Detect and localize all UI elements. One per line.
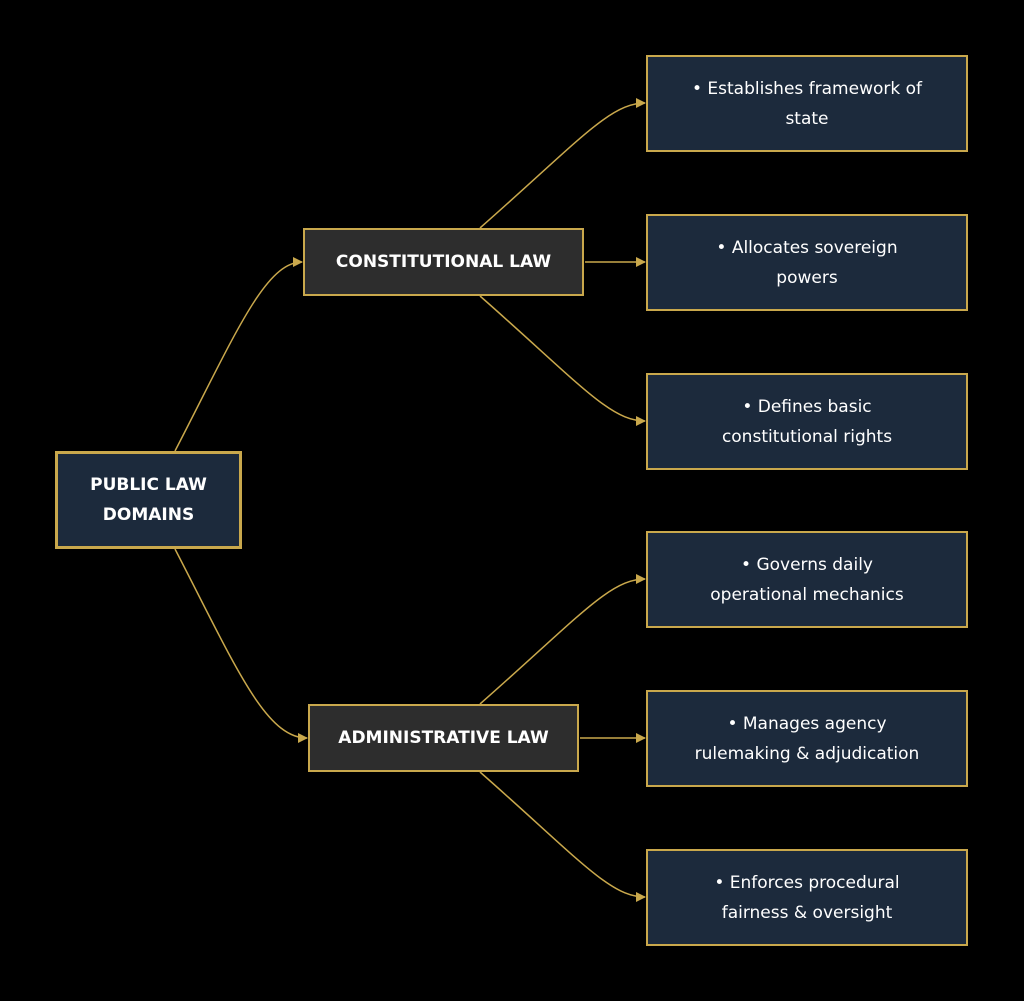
leaf-node-label: • Governs daily operational mechanics	[710, 554, 904, 605]
edge-root-to-administrative	[174, 548, 308, 743]
leaf-node-operational-mechanics: • Governs daily operational mechanics	[646, 531, 968, 628]
leaf-node-label: • Enforces procedural fairness & oversig…	[714, 872, 900, 923]
leaf-node-label: • Manages agency rulemaking & adjudicati…	[694, 713, 920, 764]
leaf-node-label: • Defines basic constitutional rights	[721, 396, 893, 447]
edge-constitutional-to-framework	[479, 98, 646, 229]
branch-node-label: ADMINISTRATIVE LAW	[338, 728, 549, 748]
leaf-node-label: • Allocates sovereign powers	[716, 237, 898, 288]
edge-constitutional-to-rights	[479, 295, 646, 426]
branch-node-label: CONSTITUTIONAL LAW	[335, 252, 552, 272]
leaf-node-procedural-fairness: • Enforces procedural fairness & oversig…	[646, 849, 968, 946]
leaf-node-label: • Establishes framework of state	[691, 78, 923, 129]
root-node-label: PUBLIC LAW DOMAINS	[90, 475, 207, 525]
root-node-public-law-domains: PUBLIC LAW DOMAINS	[55, 451, 242, 549]
leaf-node-sovereign-powers: • Allocates sovereign powers	[646, 214, 968, 311]
edge-administrative-to-fairness	[479, 771, 646, 902]
edge-administrative-to-mechanics	[479, 574, 646, 705]
branch-node-constitutional-law: CONSTITUTIONAL LAW	[303, 228, 584, 296]
leaf-node-constitutional-rights: • Defines basic constitutional rights	[646, 373, 968, 470]
leaf-node-rulemaking-adjudication: • Manages agency rulemaking & adjudicati…	[646, 690, 968, 787]
edge-root-to-constitutional	[174, 257, 303, 452]
branch-node-administrative-law: ADMINISTRATIVE LAW	[308, 704, 579, 772]
leaf-node-framework-of-state: • Establishes framework of state	[646, 55, 968, 152]
